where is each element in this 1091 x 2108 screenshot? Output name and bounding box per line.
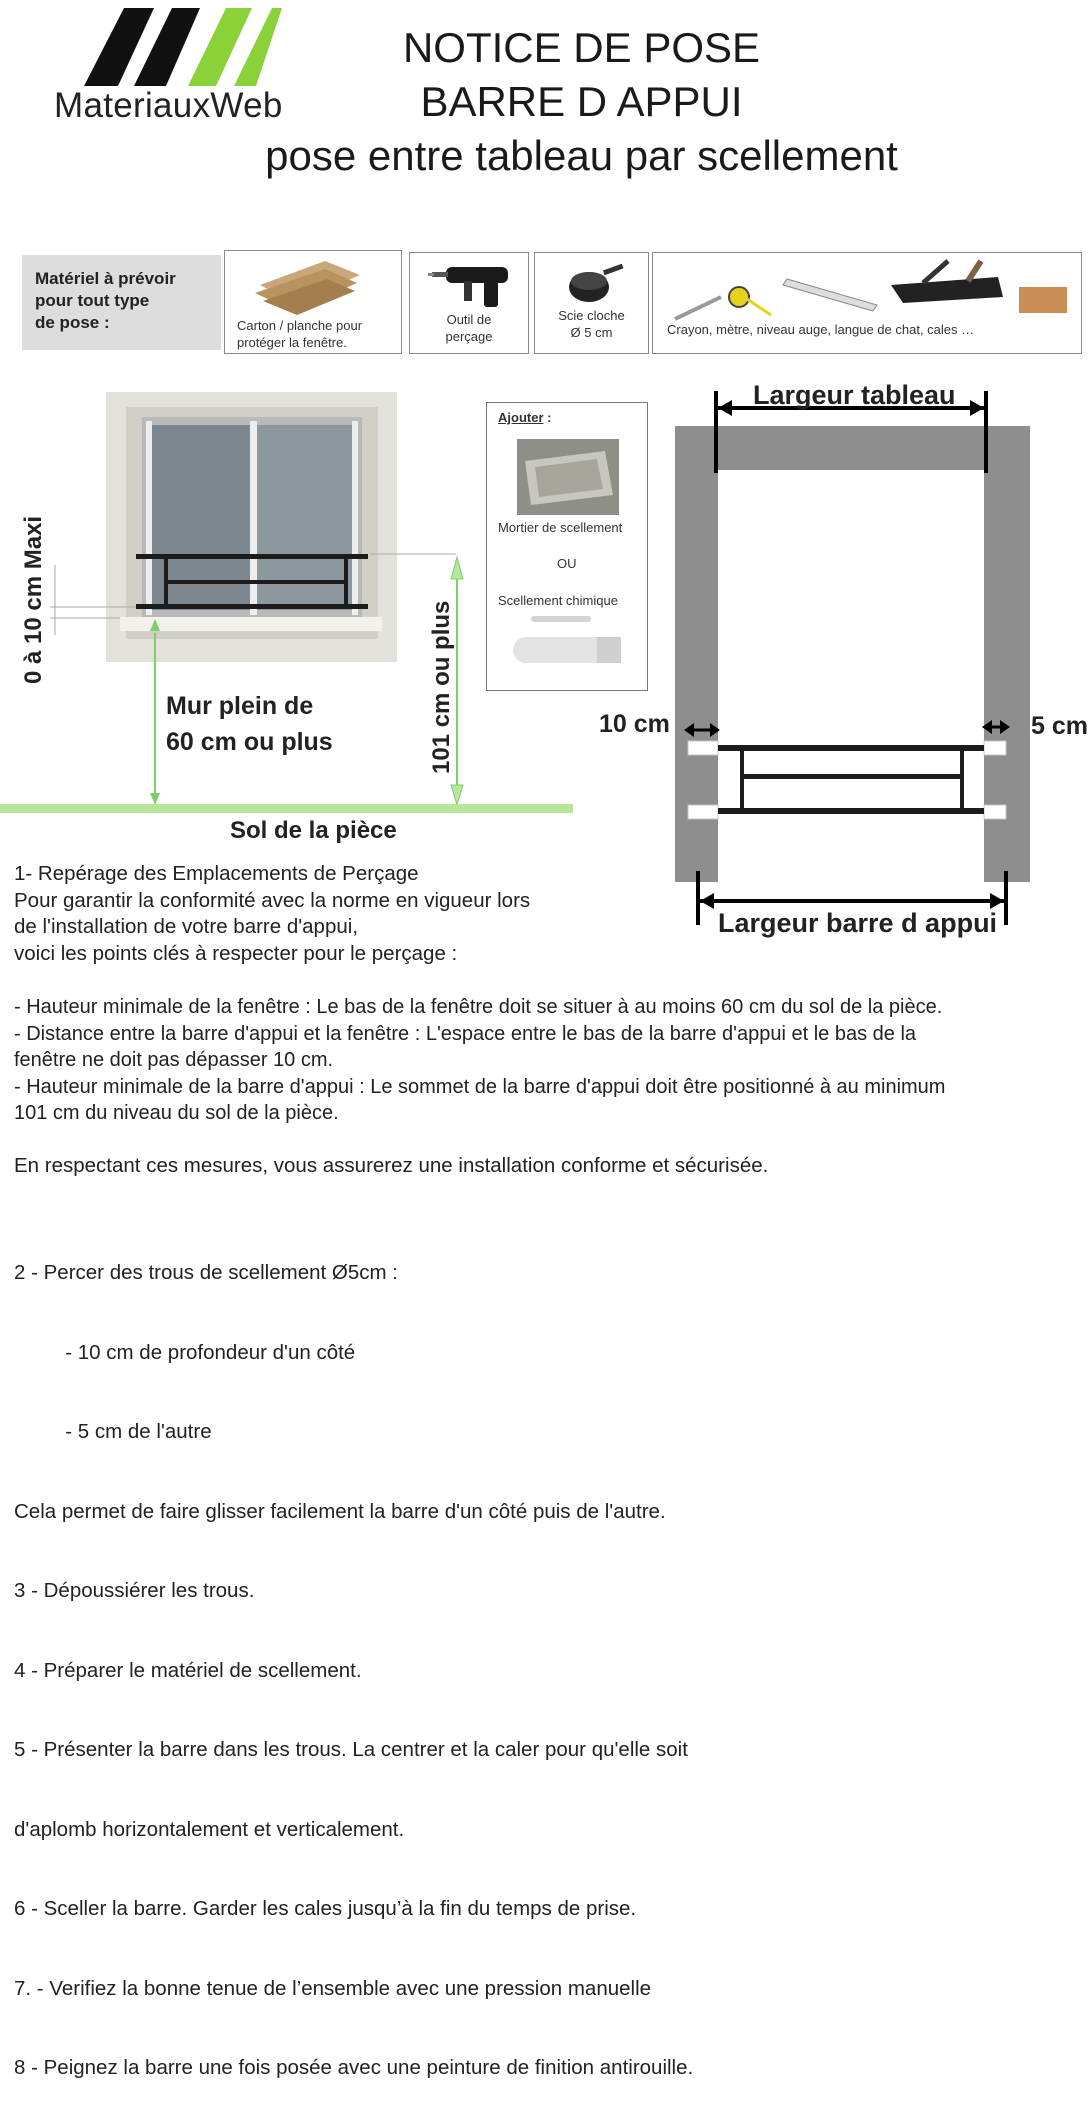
step-line: d'aplomb horizontalement et verticalemen… [14,1817,405,1841]
section-1-line: Pour garantir la conformité avec la norm… [14,888,531,912]
left-depth-label: 10 cm [599,710,670,738]
step-line: 8 - Peignez la barre une fois posée avec… [14,2056,694,2079]
material-caption: Crayon, mètre, niveau auge, langue de ch… [667,322,975,337]
wall-height-label-line: Mur plein de [166,692,314,720]
bar-width-label: Largeur barre d appui [718,908,998,938]
add-box-colon: : [543,410,552,425]
opening-width-label: Largeur tableau [753,380,956,410]
material-caption: Outil de [446,312,492,327]
material-caption: perçage [445,329,493,344]
section-1-line: voici les points clés à respecter pour l… [14,941,458,965]
page-title-line-1: NOTICE DE POSE [402,24,761,71]
material-caption: protéger la fenêtre. [237,335,347,350]
right-depth-label: 5 cm [1031,712,1088,740]
bar-height-label: 101 cm ou plus [428,600,455,774]
brand-name: MateriauxWeb [54,86,283,125]
conclusion: En respectant ces mesures, vous assurere… [14,1154,769,1177]
step-line: 7. - Verifiez la bonne tenue de l’ensemb… [14,1976,652,2000]
tools-icon [674,259,1067,321]
gap-label: 0 à 10 cm Maxi [20,515,47,684]
rule-line: - Hauteur minimale de la fenêtre : Le ba… [14,996,943,1018]
materials-label-line: de pose : [35,313,110,332]
add-box-title: Ajouter [498,410,544,425]
add-item-chemical: Scellement chimique [498,593,618,608]
material-card-drill: Outil de perçage [409,252,529,354]
rule-line: - Hauteur minimale de la barre d'appui :… [14,1075,946,1098]
wall-height-label: Mur plein de 60 cm ou plus [166,688,333,760]
add-item-or: OU [557,556,577,571]
step-line: 2 - Percer des trous de scellement Ø5cm … [14,1261,398,1284]
add-materials-box: Ajouter : Mortier de scellement OU Scell… [486,402,648,691]
chemical-anchor-icon [513,616,621,663]
step-line: 4 - Préparer le matériel de scellement. [14,1658,362,1682]
materials-label-line: pour tout type [35,291,150,310]
material-card-hole-saw: Scie cloche Ø 5 cm [534,252,649,354]
cardboard-icon [255,261,360,315]
rule-line: 101 cm du niveau du sol de la pièce. [14,1102,339,1124]
section-1-line: 1- Repérage des Emplacements de Perçage [14,862,419,885]
step-line: 5 - Présenter la barre dans les trous. L… [14,1738,688,1761]
step-line: - 10 cm de profondeur d'un côté [14,1340,356,1364]
material-caption: Ø 5 cm [570,325,613,340]
step-line: 3 - Dépoussiérer les trous. [14,1579,255,1602]
materials-label-line: Matériel à prévoir [35,269,176,288]
drill-icon [428,267,508,307]
rule-line: - Distance entre la barre d'appui et la … [14,1022,917,1045]
width-diagram [675,391,1030,925]
steps: 2 - Percer des trous de scellement Ø5cm … [14,1207,693,2108]
section-1: 1- Repérage des Emplacements de Perçage … [14,861,530,967]
section-1-line: de l'installation de votre barre d'appui… [14,915,359,938]
add-item-mortar: Mortier de scellement [498,520,623,535]
floor-label: Sol de la pièce [230,817,397,844]
material-card-tools: Crayon, mètre, niveau auge, langue de ch… [652,252,1082,354]
mortar-icon [517,439,619,515]
rule-line: fenêtre ne doit pas dépasser 10 cm. [14,1049,334,1071]
material-card-cardboard: Carton / planche pour protéger la fenêtr… [224,250,402,354]
wall-height-label-line: 60 cm ou plus [166,728,333,756]
page-subtitle: pose entre tableau par scellement [265,132,898,179]
materials-label: Matériel à prévoir pour tout type de pos… [22,255,221,350]
material-caption: Scie cloche [558,308,625,323]
material-caption: Carton / planche pour [237,318,363,333]
drilling-rules: - Hauteur minimale de la fenêtre : Le ba… [14,994,945,1127]
step-line: - 5 cm de l'autre [14,1420,212,1443]
step-line: Cela permet de faire glisser facilement … [14,1499,666,1523]
window-height-diagram [0,392,573,813]
brand-logo-icon [84,8,282,86]
step-line: 6 - Sceller la barre. Garder les cales j… [14,1897,637,1920]
hole-saw-icon [569,263,624,302]
page-title-line-2: BARRE D APPUI [420,78,743,125]
